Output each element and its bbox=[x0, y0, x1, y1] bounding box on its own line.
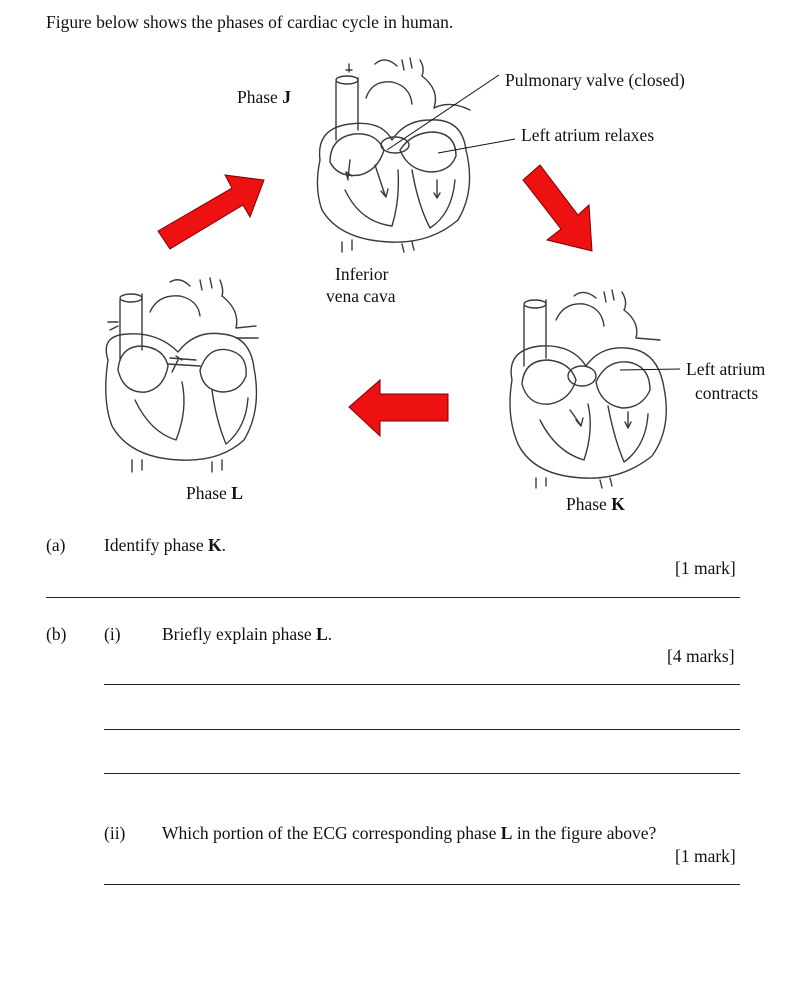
answer-line-b-i-1[interactable] bbox=[104, 684, 740, 685]
inferior-vena-cava-line2: vena cava bbox=[326, 286, 395, 307]
question-b-ii-number: (ii) bbox=[104, 823, 125, 844]
phase-l-label: Phase L bbox=[186, 483, 243, 504]
heart-phase-l bbox=[106, 278, 258, 472]
answer-line-a[interactable] bbox=[46, 597, 740, 598]
left-atrium-relaxes-label: Left atrium relaxes bbox=[521, 125, 654, 146]
question-a-marks: [1 mark] bbox=[675, 558, 736, 579]
left-atrium-contracts-line1: Left atrium bbox=[686, 359, 765, 380]
phase-j-label: Phase J bbox=[237, 87, 291, 108]
answer-line-b-i-2[interactable] bbox=[104, 729, 740, 730]
question-b-ii-marks: [1 mark] bbox=[675, 846, 736, 867]
phase-k-label: Phase K bbox=[566, 494, 625, 515]
question-b-i-marks: [4 marks] bbox=[667, 646, 735, 667]
arrow-l-to-j bbox=[158, 175, 264, 249]
answer-line-b-ii[interactable] bbox=[104, 884, 740, 885]
pointer-left-atrium-contracts bbox=[620, 369, 680, 370]
heart-phase-j bbox=[317, 58, 470, 252]
answer-line-b-i-3[interactable] bbox=[104, 773, 740, 774]
question-a-text: Identify phase K. bbox=[104, 535, 226, 556]
question-b-i-number: (i) bbox=[104, 624, 121, 645]
question-a-number: (a) bbox=[46, 535, 65, 556]
question-b-number: (b) bbox=[46, 624, 66, 645]
arrow-k-to-l bbox=[349, 380, 448, 436]
pointer-pulmonary-valve bbox=[387, 75, 499, 150]
heart-phase-k bbox=[510, 290, 666, 488]
pulmonary-valve-label: Pulmonary valve (closed) bbox=[505, 70, 685, 91]
question-b-i-text: Briefly explain phase L. bbox=[162, 624, 332, 645]
question-b-ii-text: Which portion of the ECG corresponding p… bbox=[162, 823, 656, 844]
arrow-j-to-k bbox=[523, 165, 592, 251]
left-atrium-contracts-line2: contracts bbox=[695, 383, 758, 404]
pointer-left-atrium-relaxes bbox=[438, 139, 515, 153]
inferior-vena-cava-line1: Inferior bbox=[335, 264, 388, 285]
